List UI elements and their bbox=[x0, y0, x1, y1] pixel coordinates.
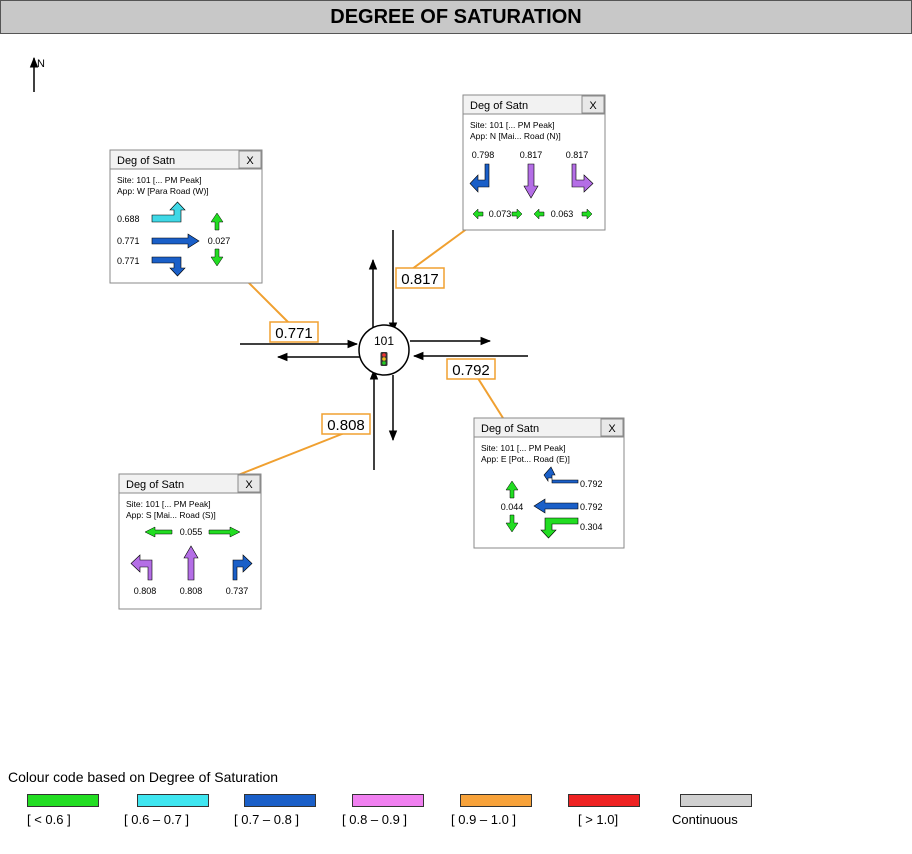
north-label: N bbox=[37, 58, 45, 70]
page-title: DEGREE OF SATURATION bbox=[0, 0, 912, 34]
legend-swatch-0.8-0.9 bbox=[352, 794, 424, 807]
intersection-node[interactable]: 101 bbox=[358, 324, 410, 376]
legend-swatch-0.6-0.7 bbox=[137, 794, 209, 807]
panel-west-site: Site: 101 [... PM Peak] bbox=[117, 175, 202, 185]
leader-line-west bbox=[247, 281, 295, 329]
panel-north-title: Deg of Satn bbox=[470, 100, 528, 112]
panel-east: Deg of Satn X Site: 101 [... PM Peak] Ap… bbox=[473, 417, 625, 549]
right-turn-arrow-icon bbox=[232, 554, 253, 581]
legend-label: [ 0.6 – 0.7 ] bbox=[124, 812, 190, 827]
ped-arrow-left-icon bbox=[144, 526, 173, 538]
movement-value: 0.737 bbox=[226, 586, 249, 596]
panel-north-close-button[interactable] bbox=[581, 95, 605, 114]
approach-value-east: 0.792 bbox=[452, 362, 490, 379]
right-turn-arrow-icon bbox=[151, 256, 186, 277]
left-turn-arrow-icon bbox=[130, 554, 153, 581]
through-arrow-icon bbox=[533, 498, 579, 514]
panel-east-site: Site: 101 [... PM Peak] bbox=[481, 443, 566, 453]
ped-value: 0.044 bbox=[501, 502, 524, 512]
traffic-signal-icon bbox=[380, 352, 388, 366]
panel-south-site: Site: 101 [... PM Peak] bbox=[126, 499, 211, 509]
ped-arrow-up-icon bbox=[210, 212, 224, 231]
through-arrow-icon bbox=[151, 233, 200, 249]
panel-south-approach: App: S [Mai... Road (S)] bbox=[126, 510, 216, 520]
panel-east-title: Deg of Satn bbox=[481, 423, 539, 435]
approach-label-south: 0.808 bbox=[321, 413, 371, 435]
panel-south-title: Deg of Satn bbox=[126, 479, 184, 491]
approach-value-north: 0.817 bbox=[401, 271, 439, 288]
close-icon: X bbox=[246, 155, 254, 167]
through-arrow-icon bbox=[183, 545, 199, 581]
ped-arrow-down-icon bbox=[505, 514, 519, 533]
ped-arrow-right-icon bbox=[208, 526, 241, 538]
legend-label: [ 0.9 – 1.0 ] bbox=[451, 812, 517, 827]
movement-value: 0.817 bbox=[520, 150, 543, 160]
approach-value-south: 0.808 bbox=[327, 417, 365, 434]
through-arrow-icon bbox=[523, 163, 539, 199]
approach-label-north: 0.817 bbox=[395, 267, 445, 289]
movement-value: 0.798 bbox=[472, 150, 495, 160]
leader-line-north bbox=[407, 227, 469, 273]
panel-west-close-button[interactable] bbox=[238, 150, 262, 169]
panel-north: Deg of Satn X Site: 101 [... PM Peak] Ap… bbox=[462, 94, 606, 231]
legend-swatch-0.7-0.8 bbox=[244, 794, 316, 807]
left-turn-arrow-icon bbox=[571, 163, 594, 193]
panel-west-approach: App: W [Para Road (W)] bbox=[117, 186, 209, 196]
close-icon: X bbox=[608, 423, 616, 435]
ped-value: 0.055 bbox=[180, 527, 203, 537]
panel-east-approach: App: E [Pot... Road (E)] bbox=[481, 454, 570, 464]
movement-value: 0.688 bbox=[117, 214, 140, 224]
close-icon: X bbox=[589, 100, 597, 112]
ped-value: 0.027 bbox=[208, 236, 231, 246]
legend-swatch-0.9-1.0 bbox=[460, 794, 532, 807]
ped-value: 0.073 bbox=[489, 209, 512, 219]
north-arrow-icon: N bbox=[29, 56, 45, 92]
panel-south: Deg of Satn X Site: 101 [... PM Peak] Ap… bbox=[118, 473, 262, 610]
panel-north-site: Site: 101 [... PM Peak] bbox=[470, 120, 555, 130]
ped-arrow-down-icon bbox=[210, 248, 224, 267]
approach-value-west: 0.771 bbox=[275, 325, 313, 342]
right-turn-arrow-icon bbox=[469, 163, 490, 193]
movement-value: 0.792 bbox=[580, 479, 603, 489]
close-icon: X bbox=[245, 479, 253, 491]
legend-swatch-continuous bbox=[680, 794, 752, 807]
ped-arrow-left-icon bbox=[472, 208, 484, 220]
ped-arrow-right-icon bbox=[511, 208, 523, 220]
left-turn-arrow-icon bbox=[540, 517, 579, 539]
legend-swatch-lt-0.6 bbox=[27, 794, 99, 807]
panel-west: Deg of Satn X Site: 101 [... PM Peak] Ap… bbox=[109, 149, 263, 284]
panel-south-close-button[interactable] bbox=[237, 474, 261, 493]
panel-north-approach: App: N [Mai... Road (N)] bbox=[470, 131, 561, 141]
legend-label: [ 0.7 – 0.8 ] bbox=[234, 812, 300, 827]
legend-title: Colour code based on Degree of Saturatio… bbox=[8, 769, 279, 785]
movement-value: 0.808 bbox=[180, 586, 203, 596]
page-title-text: DEGREE OF SATURATION bbox=[330, 5, 582, 28]
movement-value: 0.808 bbox=[134, 586, 157, 596]
road-arrows bbox=[240, 230, 528, 470]
intersection-diagram: N 101 0.817 0.771 0.792 0.808 bbox=[29, 56, 625, 610]
movement-value: 0.792 bbox=[580, 502, 603, 512]
approach-label-east: 0.792 bbox=[446, 358, 496, 380]
left-turn-arrow-icon bbox=[151, 201, 186, 223]
legend-label: [ > 1.0] bbox=[578, 812, 619, 827]
panel-west-title: Deg of Satn bbox=[117, 155, 175, 167]
legend-swatch-gt-1.0 bbox=[568, 794, 640, 807]
ped-value: 0.063 bbox=[551, 209, 574, 219]
movement-value: 0.771 bbox=[117, 256, 140, 266]
approach-label-west: 0.771 bbox=[269, 321, 319, 343]
legend-label: [ 0.8 – 0.9 ] bbox=[342, 812, 408, 827]
leader-line-south bbox=[237, 431, 348, 476]
ped-arrow-left-icon bbox=[533, 208, 545, 220]
right-turn-arrow-icon bbox=[543, 466, 579, 484]
legend-label: [ < 0.6 ] bbox=[27, 812, 71, 827]
ped-arrow-right-icon bbox=[581, 208, 593, 220]
movement-value: 0.304 bbox=[580, 522, 603, 532]
panel-east-close-button[interactable] bbox=[600, 418, 624, 437]
ped-arrow-up-icon bbox=[505, 480, 519, 499]
site-id-label: 101 bbox=[374, 334, 394, 348]
movement-value: 0.771 bbox=[117, 236, 140, 246]
legend-label: Continuous bbox=[672, 812, 738, 827]
movement-value: 0.817 bbox=[566, 150, 589, 160]
